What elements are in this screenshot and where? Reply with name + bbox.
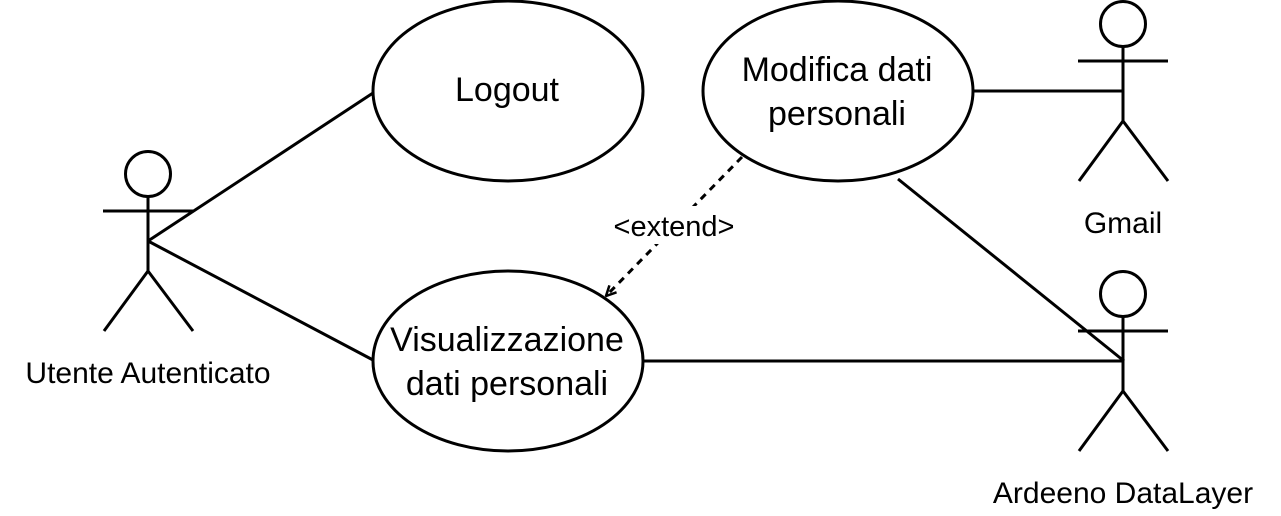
actor-gmail-label: Gmail [1084, 207, 1162, 240]
use-case-modifica-label-line2: personali [768, 95, 906, 133]
actor-utente-autenticato: Utente Autenticato [25, 150, 271, 390]
association-utente-logout [147, 91, 374, 243]
use-case-visualizzazione-label-line1: Visualizzazione [390, 321, 624, 359]
use-case-modifica-label-line1: Modifica dati [742, 51, 933, 89]
association-utente-visualizzazione [147, 239, 374, 362]
extend-label: <extend> [614, 211, 735, 243]
use-case-visualizzazione-label-line2: dati personali [406, 365, 608, 403]
use-case-logout: Logout [371, 0, 645, 183]
use-case-modifica-dati-personali: Modifica dati personali [701, 0, 975, 183]
actor-ardeeno-datalayer: Ardeeno DataLayer [993, 270, 1253, 510]
extend-label-background [604, 206, 744, 244]
use-case-visualizzazione-dati-personali: Visualizzazione dati personali [371, 269, 645, 453]
use-case-logout-label: Logout [455, 71, 560, 109]
actor-utente-autenticato-label: Utente Autenticato [25, 357, 270, 390]
actor-ardeeno-datalayer-label: Ardeeno DataLayer [993, 477, 1253, 510]
actor-gmail: Gmail [1077, 0, 1170, 240]
